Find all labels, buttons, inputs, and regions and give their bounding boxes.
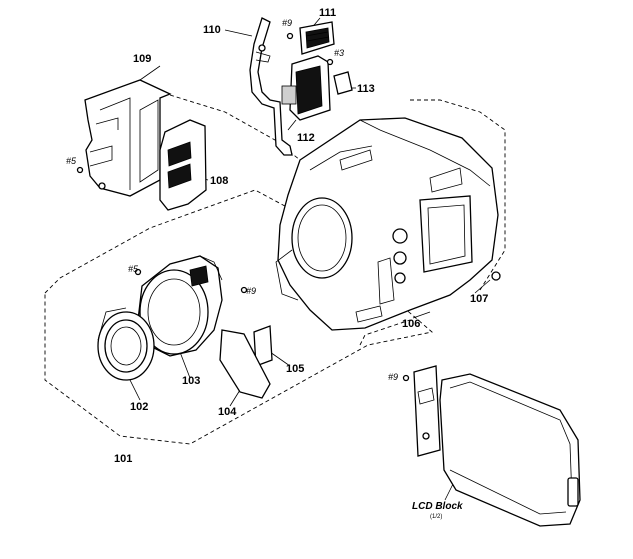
- curved-plate-104: [219, 329, 271, 399]
- screw-label-9-lcd: #9: [388, 372, 398, 382]
- label-102: 102: [130, 401, 148, 413]
- label-108: 108: [210, 175, 228, 187]
- side-cover-108: [159, 119, 207, 211]
- screw-label-3: #3: [334, 48, 344, 58]
- bracket-109: [84, 79, 172, 197]
- lens-hood-103: [137, 255, 223, 357]
- screw-label-9-mid: #9: [246, 286, 256, 296]
- plate-113: [333, 71, 353, 95]
- screw-label-9-top: #9: [282, 18, 292, 28]
- assembly-outline-101: [44, 94, 506, 445]
- lcd-block-label: LCD Block: [412, 501, 463, 512]
- lcd-block: [413, 365, 581, 527]
- circuit-board-112: [281, 55, 331, 121]
- lcd-block-sublabel: (1/2): [430, 514, 442, 520]
- label-111: 111: [319, 7, 336, 19]
- label-101: 101: [114, 453, 132, 465]
- label-107: 107: [470, 293, 488, 305]
- screw-107: [491, 271, 501, 281]
- label-104: 104: [218, 406, 237, 418]
- label-103: 103: [182, 375, 200, 387]
- camera-body-106: [275, 117, 499, 331]
- screw-markers: [76, 32, 410, 382]
- label-105: 105: [286, 363, 304, 375]
- flex-board-110: [249, 17, 293, 156]
- label-110: 110: [203, 24, 221, 36]
- lens-ring-102: [97, 307, 155, 381]
- label-109: 109: [133, 53, 151, 65]
- label-112: 112: [297, 132, 315, 144]
- heatsink-plate-111: [299, 21, 335, 55]
- label-113: 113: [357, 83, 375, 95]
- screw-label-5-mid: #5: [128, 264, 139, 274]
- label-106: 106: [402, 318, 420, 330]
- screw-label-5-left: #5: [66, 156, 77, 166]
